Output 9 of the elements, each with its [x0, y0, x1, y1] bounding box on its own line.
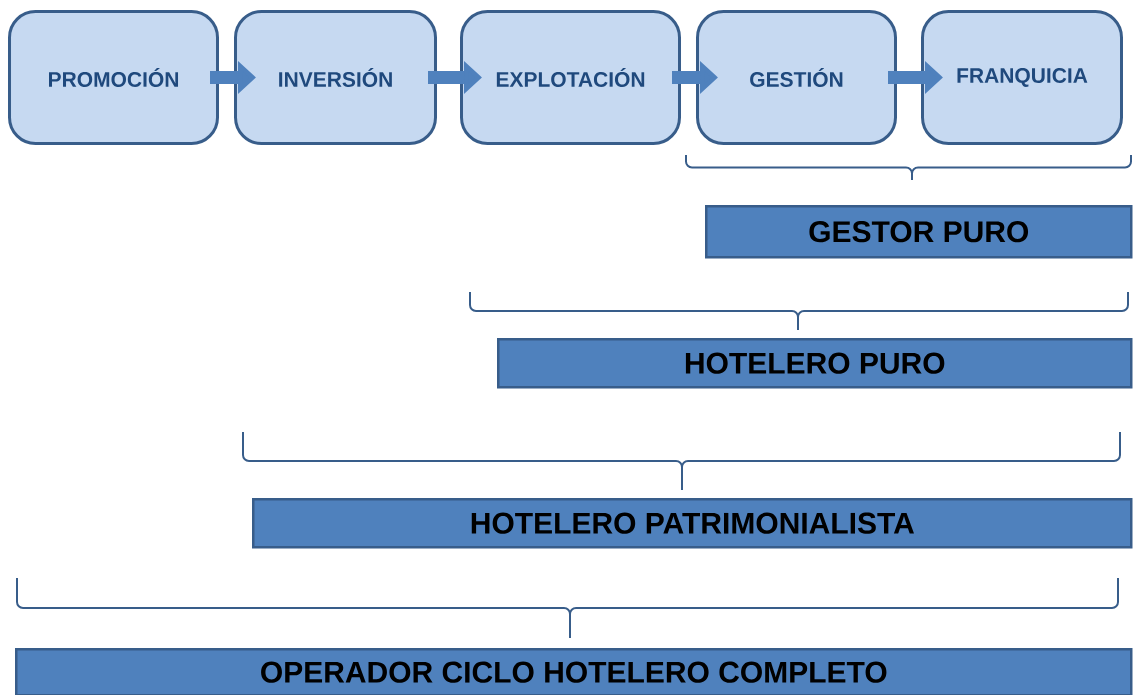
process-box: PROMOCIÓN — [8, 10, 219, 145]
role-bar: HOTELERO PURO — [497, 338, 1133, 389]
process-box: INVERSIÓN — [234, 10, 437, 145]
role-bar: OPERADOR CICLO HOTELERO COMPLETO — [15, 648, 1133, 695]
process-box: GESTIÓN — [696, 10, 897, 145]
process-box: EXPLOTACIÓN — [460, 10, 681, 145]
role-bar: HOTELERO PATRIMONIALISTA — [252, 498, 1133, 549]
process-box: FRANQUICIA — [921, 10, 1123, 145]
role-bar: GESTOR PURO — [705, 205, 1133, 259]
